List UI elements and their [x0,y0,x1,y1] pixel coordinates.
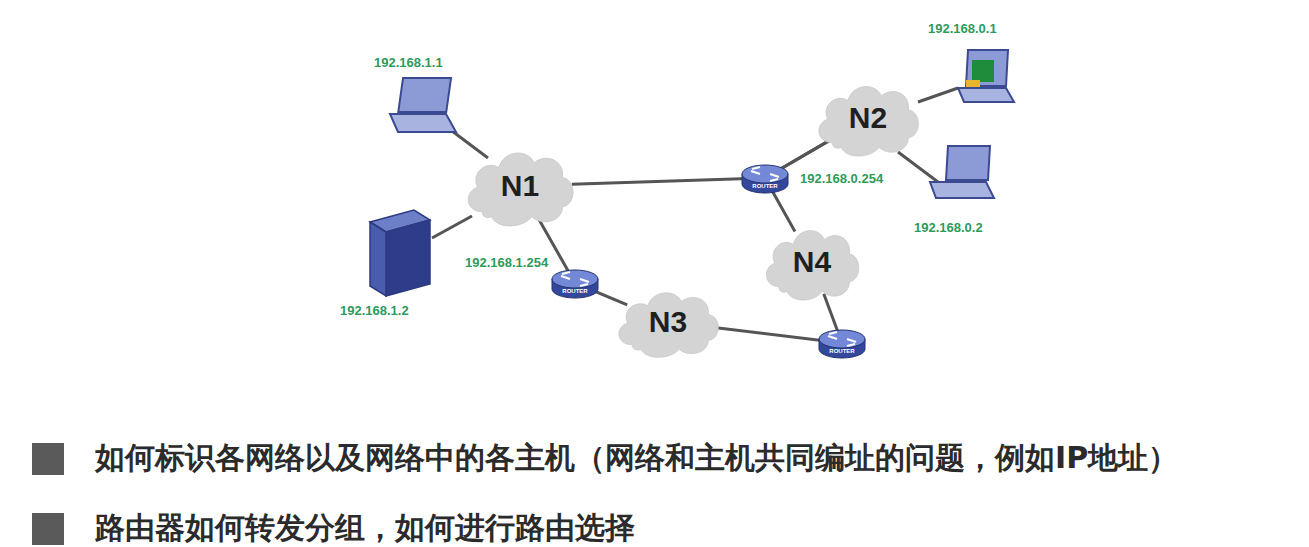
bullet-text: 路由器如何转发分组，如何进行路由选择 [95,510,635,546]
ip-address: 192.168.0.254 [800,171,883,186]
network-name: N2 [849,101,887,135]
router-tag: ROUTER [829,348,854,354]
laptop-icon [958,50,1014,102]
network-name: N3 [649,305,687,339]
server-icon [370,210,430,296]
network-cloud: N2 [812,77,924,159]
laptop-icon [390,78,456,132]
router-icon [552,270,598,298]
ip-address: 192.168.1.2 [340,303,409,318]
router-icon [742,165,788,193]
ip-address: 192.168.0.2 [914,220,983,235]
network-link [538,218,627,305]
router-tag: ROUTER [562,288,587,294]
bullet-text: 如何标识各网络以及网络中的各主机（网络和主机共同编址的问题，例如IP地址） [95,440,1178,476]
laptop-icon [930,146,994,198]
bullet-square [32,443,64,475]
host-wires [432,88,958,238]
ip-address: 192.168.1.254 [465,255,548,270]
router-icon [819,330,865,358]
router-tag: ROUTER [752,183,777,189]
bullet-square [32,513,64,545]
network-cloud: N1 [461,143,579,229]
network-cloud: N4 [760,221,864,303]
ip-address: 192.168.0.1 [928,21,997,36]
network-name: N1 [501,169,539,203]
ip-address: 192.168.1.1 [374,55,443,70]
network-name: N4 [793,245,831,279]
network-cloud: N3 [612,284,724,360]
